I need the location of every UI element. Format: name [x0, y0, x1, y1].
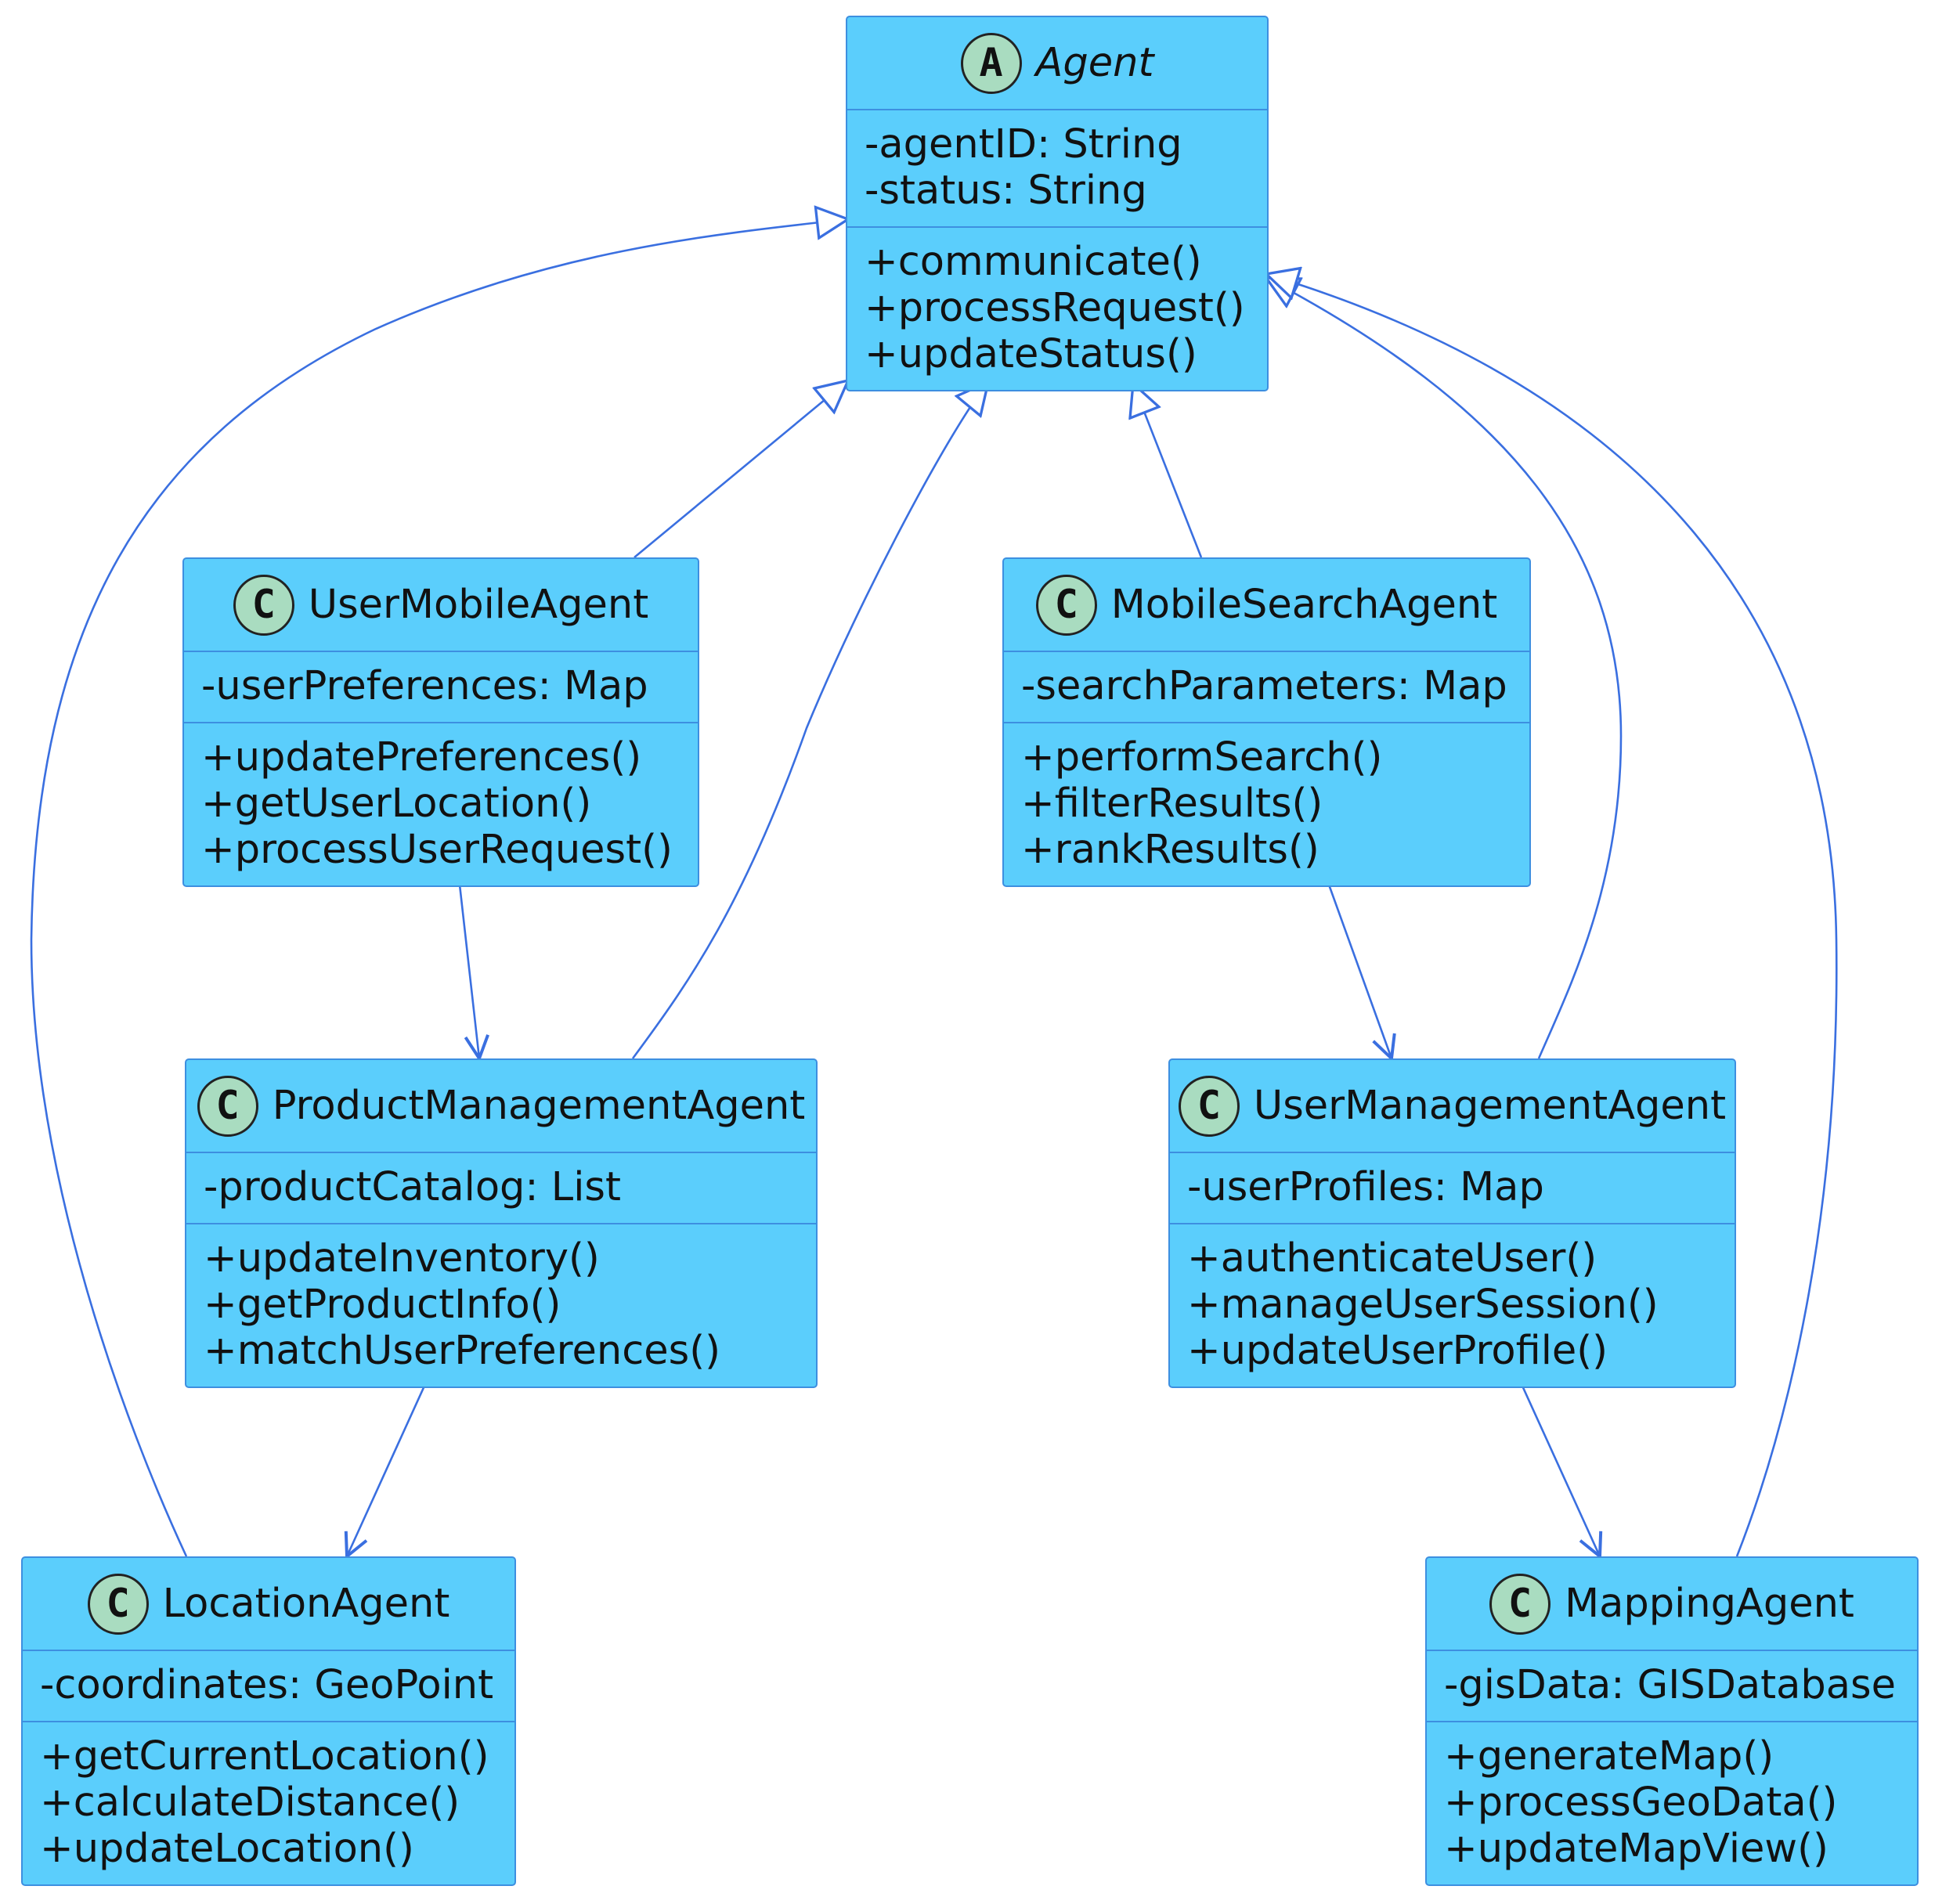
- method: +performSearch(): [1021, 734, 1383, 781]
- edge-mobilesearchagent-uses-usermanagementagent: [1327, 884, 1392, 1058]
- class-icon: C: [1178, 1075, 1240, 1137]
- method: +updateLocation(): [40, 1826, 414, 1872]
- attributes-section: -productCatalog: List: [186, 1152, 816, 1223]
- method: +generateMap(): [1444, 1733, 1774, 1780]
- class-icon: C: [1489, 1573, 1551, 1635]
- method: +filterResults(): [1021, 781, 1323, 827]
- class-header: C LocationAgent: [23, 1558, 514, 1650]
- attributes-section: -userProfiles: Map: [1170, 1152, 1735, 1223]
- methods-section: +communicate() +processRequest() +update…: [847, 226, 1267, 390]
- attribute: -agentID: String: [865, 121, 1182, 168]
- class-name: UserMobileAgent: [308, 582, 649, 628]
- edge-productmanagementagent-inherits-agent: [631, 382, 988, 1059]
- class-agent[interactable]: A Agent -agentID: String -status: String…: [846, 16, 1269, 391]
- method: +manageUserSession(): [1187, 1282, 1659, 1328]
- class-icon: C: [233, 574, 294, 636]
- attributes-section: -searchParameters: Map: [1004, 651, 1529, 722]
- class-name: MappingAgent: [1565, 1581, 1854, 1627]
- method: +getCurrentLocation(): [40, 1733, 489, 1780]
- attributes-section: -gisData: GISDatabase: [1427, 1650, 1917, 1721]
- class-icon: C: [197, 1075, 258, 1137]
- attribute: -userPreferences: Map: [201, 663, 648, 709]
- method: +matchUserPreferences(): [204, 1328, 721, 1374]
- methods-section: +updateInventory() +getProductInfo() +ma…: [186, 1223, 816, 1387]
- method: +updateInventory(): [204, 1235, 600, 1282]
- edge-usermobileagent-inherits-agent: [634, 380, 848, 559]
- attribute: -productCatalog: List: [204, 1164, 621, 1210]
- method: +calculateDistance(): [40, 1780, 460, 1826]
- methods-section: +performSearch() +filterResults() +rankR…: [1004, 722, 1529, 885]
- methods-section: +generateMap() +processGeoData() +update…: [1427, 1721, 1917, 1884]
- attribute: -searchParameters: Map: [1021, 663, 1507, 709]
- class-icon: C: [87, 1573, 149, 1635]
- attribute: -status: String: [865, 168, 1147, 214]
- class-header: C UserManagementAgent: [1170, 1060, 1735, 1152]
- method: +updatePreferences(): [201, 734, 642, 781]
- class-header: A Agent: [847, 17, 1267, 109]
- attributes-section: -coordinates: GeoPoint: [23, 1650, 514, 1721]
- class-location-agent[interactable]: C LocationAgent -coordinates: GeoPoint +…: [21, 1556, 516, 1886]
- class-name: UserManagementAgent: [1253, 1083, 1727, 1129]
- class-header: C MappingAgent: [1427, 1558, 1917, 1650]
- attribute: -gisData: GISDatabase: [1444, 1662, 1896, 1708]
- method: +communicate(): [865, 239, 1202, 285]
- method: +getUserLocation(): [201, 781, 592, 827]
- method: +getProductInfo(): [204, 1282, 561, 1328]
- class-header: C UserMobileAgent: [184, 559, 698, 651]
- edge-usermobileagent-uses-productmanagementagent: [458, 884, 479, 1058]
- method: +updateUserProfile(): [1187, 1328, 1608, 1374]
- class-user-management-agent[interactable]: C UserManagementAgent -userProfiles: Map…: [1168, 1058, 1736, 1388]
- method: +authenticateUser(): [1187, 1235, 1597, 1282]
- edge-mappingagent-inherits-agent: [1266, 274, 1838, 1557]
- attribute: -coordinates: GeoPoint: [40, 1662, 494, 1708]
- methods-section: +authenticateUser() +manageUserSession()…: [1170, 1223, 1735, 1387]
- class-user-mobile-agent[interactable]: C UserMobileAgent -userPreferences: Map …: [182, 557, 699, 887]
- class-name: Agent: [1035, 40, 1154, 86]
- edge-productmanagementagent-uses-locationagent: [347, 1383, 427, 1556]
- class-name: LocationAgent: [162, 1581, 450, 1627]
- method: +processRequest(): [865, 285, 1245, 331]
- edge-mobilesearchagent-inherits-agent: [1133, 384, 1203, 558]
- edge-locationagent-inherits-agent: [30, 219, 848, 1557]
- method: +updateStatus(): [865, 331, 1197, 377]
- class-header: C ProductManagementAgent: [186, 1060, 816, 1152]
- edge-usermanagementagent-inherits-agent: [1266, 278, 1623, 1059]
- class-name: ProductManagementAgent: [272, 1083, 806, 1129]
- methods-section: +getCurrentLocation() +calculateDistance…: [23, 1721, 514, 1884]
- method: +updateMapView(): [1444, 1826, 1829, 1872]
- class-name: MobileSearchAgent: [1110, 582, 1498, 628]
- class-icon: C: [1035, 574, 1097, 636]
- attribute: -userProfiles: Map: [1187, 1164, 1544, 1210]
- edge-usermanagementagent-uses-mappingagent: [1520, 1383, 1600, 1556]
- attributes-section: -agentID: String -status: String: [847, 109, 1267, 226]
- method: +processGeoData(): [1444, 1780, 1838, 1826]
- class-mobile-search-agent[interactable]: C MobileSearchAgent -searchParameters: M…: [1002, 557, 1531, 887]
- attributes-section: -userPreferences: Map: [184, 651, 698, 722]
- class-product-management-agent[interactable]: C ProductManagementAgent -productCatalog…: [185, 1058, 818, 1388]
- method: +rankResults(): [1021, 827, 1319, 873]
- class-mapping-agent[interactable]: C MappingAgent -gisData: GISDatabase +ge…: [1425, 1556, 1919, 1886]
- method: +processUserRequest(): [201, 827, 673, 873]
- abstract-class-icon: A: [960, 32, 1022, 94]
- methods-section: +updatePreferences() +getUserLocation() …: [184, 722, 698, 885]
- class-header: C MobileSearchAgent: [1004, 559, 1529, 651]
